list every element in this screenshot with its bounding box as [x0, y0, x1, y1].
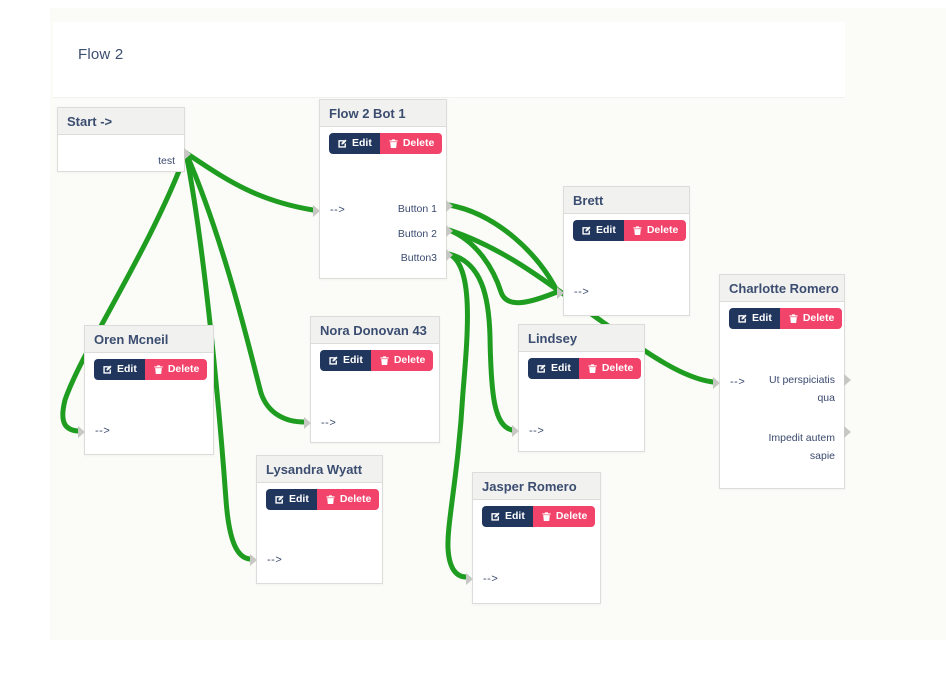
delete-button[interactable]: Delete [370, 350, 434, 371]
edit-icon [337, 138, 348, 149]
delete-button-label: Delete [167, 363, 200, 376]
input-arrow: --> [574, 286, 590, 298]
input-arrow: --> [529, 425, 545, 437]
node-brett[interactable]: Brett Edit Delete --> [557, 186, 690, 316]
input-port-icon[interactable] [713, 377, 720, 389]
node-jasper-title[interactable]: Jasper Romero [473, 473, 600, 500]
delete-button[interactable]: Delete [623, 220, 687, 241]
edit-button[interactable]: Edit [573, 220, 624, 241]
delete-button[interactable]: Delete [779, 308, 843, 329]
edit-button[interactable]: Edit [320, 350, 371, 371]
trash-icon [153, 364, 164, 375]
node-nora-donovan[interactable]: Nora Donovan 43 Edit Delete --> [304, 316, 440, 443]
delete-button[interactable]: Delete [379, 133, 443, 154]
edit-button[interactable]: Edit [329, 133, 380, 154]
flow-title-bar: Flow 2 [53, 22, 845, 98]
output-button1-label: Button 1 [397, 203, 437, 215]
output-port-icon[interactable] [446, 200, 453, 212]
edit-button-label: Edit [117, 363, 137, 376]
delete-button-label: Delete [601, 362, 634, 375]
edit-button-label: Edit [752, 312, 772, 325]
trash-icon [587, 363, 598, 374]
edit-button-label: Edit [352, 137, 372, 150]
node-lindsey[interactable]: Lindsey Edit Delete --> [512, 324, 645, 452]
output-button2-label: Button 2 [397, 228, 437, 240]
edit-icon [274, 494, 285, 505]
output-port-icon[interactable] [184, 148, 191, 160]
node-start-output-label: test [158, 155, 175, 167]
delete-button[interactable]: Delete [144, 359, 208, 380]
edit-icon [737, 313, 748, 324]
input-arrow: --> [730, 376, 746, 388]
node-lysandra-wyatt[interactable]: Lysandra Wyatt Edit Delete --> [250, 455, 383, 584]
edit-icon [536, 363, 547, 374]
input-arrow: --> [330, 204, 346, 216]
input-port-icon[interactable] [313, 205, 320, 217]
node-nora-title[interactable]: Nora Donovan 43 [311, 317, 439, 344]
delete-button-label: Delete [402, 137, 435, 150]
trash-icon [325, 494, 336, 505]
edit-button-label: Edit [343, 354, 363, 367]
delete-button-label: Delete [393, 354, 426, 367]
edit-icon [581, 225, 592, 236]
output-ut-perspiciatis-label: Ut perspiciatis qua [769, 374, 835, 404]
input-arrow: --> [267, 554, 283, 566]
node-brett-title[interactable]: Brett [564, 187, 689, 214]
output-impedit-autem-label: Impedit autem sapie [768, 432, 835, 462]
trash-icon [541, 511, 552, 522]
node-start[interactable]: Start -> test [57, 107, 191, 172]
delete-button-label: Delete [646, 224, 679, 237]
node-oren-title[interactable]: Oren Mcneil [85, 326, 213, 353]
edit-icon [328, 355, 339, 366]
input-arrow: --> [483, 573, 499, 585]
trash-icon [788, 313, 799, 324]
edit-button[interactable]: Edit [729, 308, 780, 329]
node-lysandra-title[interactable]: Lysandra Wyatt [257, 456, 382, 483]
trash-icon [379, 355, 390, 366]
delete-button-label: Delete [555, 510, 588, 523]
delete-button-label: Delete [339, 493, 372, 506]
node-charlotte-romero[interactable]: Charlotte Romero Edit Delete --> Ut pers… [713, 274, 851, 489]
delete-button-label: Delete [802, 312, 835, 325]
node-charlotte-title[interactable]: Charlotte Romero [720, 275, 844, 302]
input-port-icon[interactable] [512, 425, 519, 437]
edit-icon [490, 511, 501, 522]
input-port-icon[interactable] [250, 554, 257, 566]
trash-icon [388, 138, 399, 149]
node-oren-mcneil[interactable]: Oren Mcneil Edit Delete --> [78, 325, 214, 455]
delete-button[interactable]: Delete [316, 489, 380, 510]
input-port-icon[interactable] [78, 426, 85, 438]
edit-icon [102, 364, 113, 375]
output-button3-label: Button3 [400, 252, 437, 264]
input-port-icon[interactable] [304, 417, 311, 429]
output-port-icon[interactable] [844, 374, 851, 386]
edit-button[interactable]: Edit [482, 506, 533, 527]
node-lindsey-title[interactable]: Lindsey [519, 325, 644, 352]
edit-button-label: Edit [505, 510, 525, 523]
trash-icon [632, 225, 643, 236]
edit-button-label: Edit [289, 493, 309, 506]
input-port-icon[interactable] [466, 573, 473, 585]
delete-button[interactable]: Delete [532, 506, 596, 527]
edit-button-label: Edit [596, 224, 616, 237]
node-jasper-romero[interactable]: Jasper Romero Edit Delete --> [466, 472, 601, 604]
output-port-icon[interactable] [446, 225, 453, 237]
node-flow2-bot1[interactable]: Flow 2 Bot 1 Edit Delete --> Button 1 Bu… [313, 99, 453, 279]
edit-button[interactable]: Edit [266, 489, 317, 510]
output-port-icon[interactable] [446, 249, 453, 261]
input-port-icon[interactable] [557, 287, 564, 299]
edit-button[interactable]: Edit [94, 359, 145, 380]
output-port-icon[interactable] [844, 426, 851, 438]
edit-button-label: Edit [551, 362, 571, 375]
input-arrow: --> [95, 425, 111, 437]
input-arrow: --> [321, 417, 337, 429]
node-flow2-bot1-title[interactable]: Flow 2 Bot 1 [320, 100, 446, 127]
flow-title: Flow 2 [78, 46, 124, 63]
node-start-title[interactable]: Start -> [58, 108, 184, 135]
edit-button[interactable]: Edit [528, 358, 579, 379]
delete-button[interactable]: Delete [578, 358, 642, 379]
